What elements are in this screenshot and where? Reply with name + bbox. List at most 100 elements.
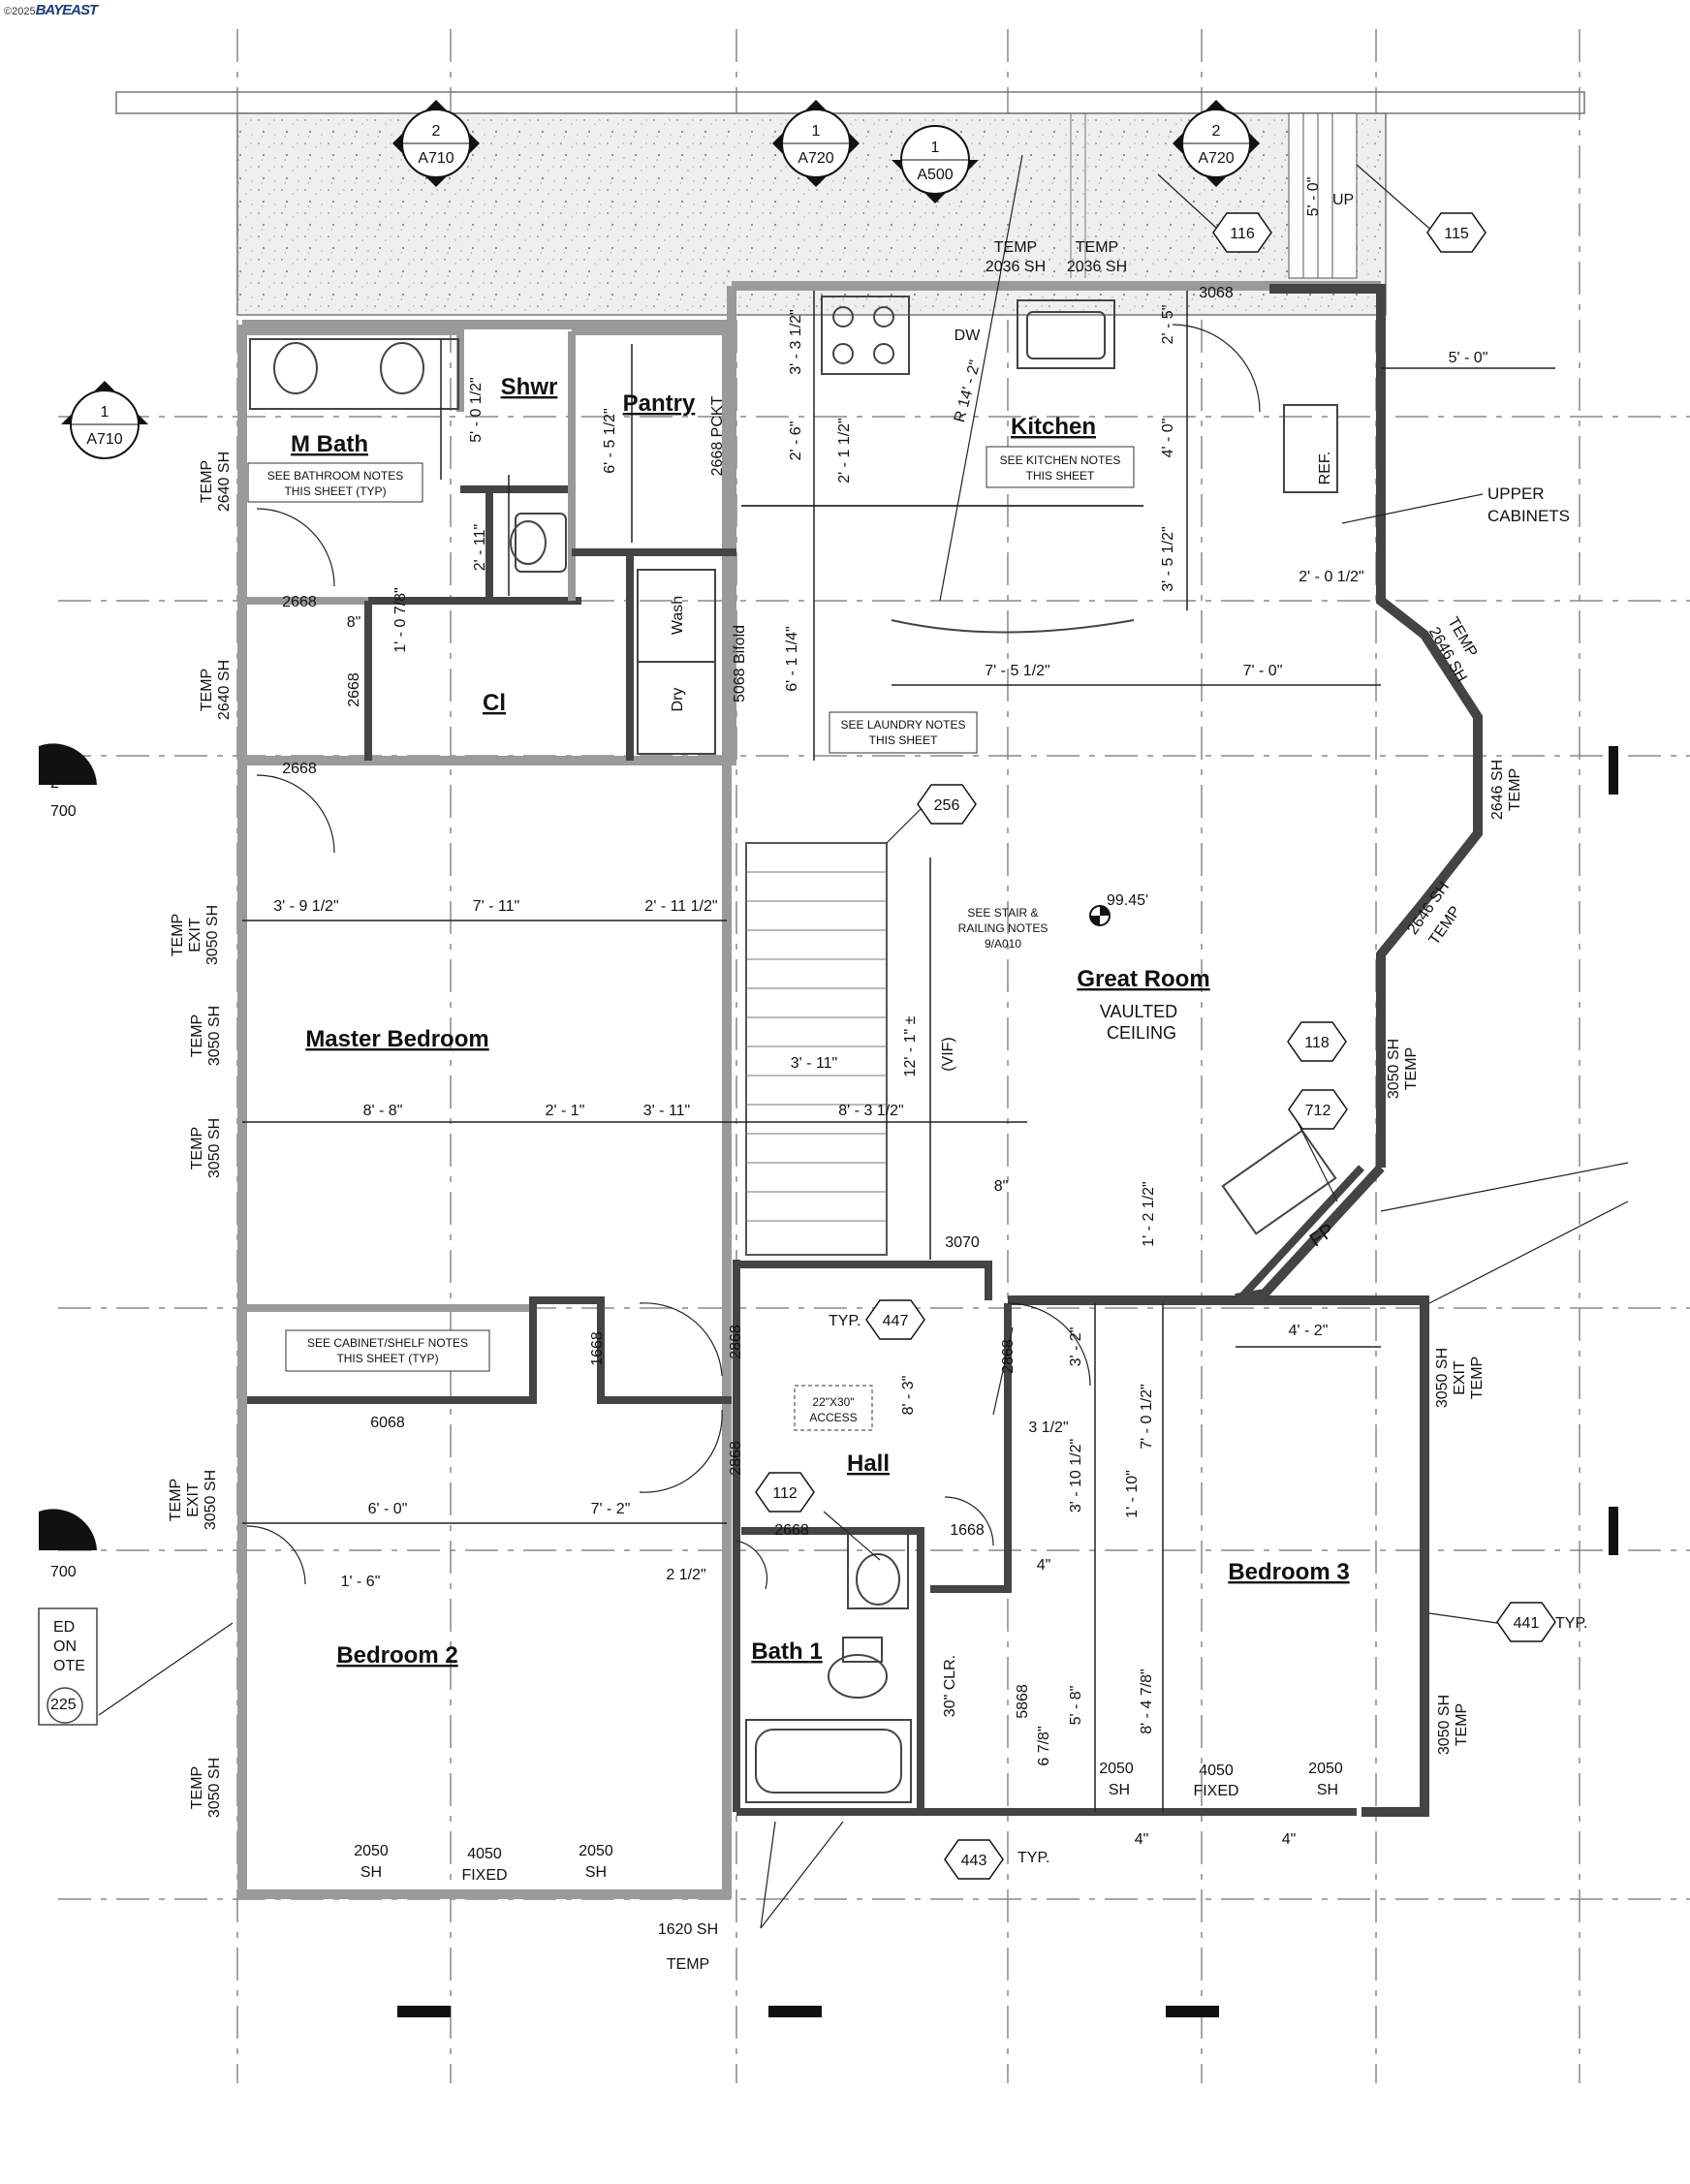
tag-443[interactable]: 443 [944, 1839, 1004, 1880]
svg-text:2868: 2868 [1000, 1339, 1017, 1374]
tag-115[interactable]: 115 [1426, 212, 1487, 253]
tag-256[interactable]: 256 [917, 784, 977, 825]
dw-label: DW [955, 328, 982, 344]
dimension-labels: 5' - 0 1/2" 6' - 5 1/2" 3' - 3 1/2" 2' -… [273, 177, 1487, 1848]
tag-118[interactable]: 118 [1287, 1021, 1347, 1062]
svg-text:112: 112 [772, 1485, 798, 1502]
svg-text:3070: 3070 [945, 1234, 980, 1251]
svg-text:3' - 10 1/2": 3' - 10 1/2" [1068, 1439, 1084, 1513]
svg-text:ED: ED [53, 1619, 75, 1636]
section-marker-2-A720[interactable]: 2 A720 [1173, 100, 1260, 187]
svg-text:5' - 0": 5' - 0" [1449, 350, 1488, 366]
svg-text:2' - 6": 2' - 6" [788, 421, 804, 461]
svg-text:8' - 3": 8' - 3" [900, 1376, 917, 1416]
svg-text:EXIT: EXIT [185, 1482, 202, 1517]
svg-text:TEMP: TEMP [1507, 768, 1523, 811]
door-labels: 2668 2668 2668 2668 2668 PCKT 5068 Bifol… [282, 395, 1031, 1718]
left-edge-fragments: ED ON OTE 225 2 700 1 700 [50, 775, 85, 1713]
svg-text:THIS SHEET (TYP): THIS SHEET (TYP) [284, 484, 386, 498]
svg-text:700: 700 [50, 803, 77, 820]
svg-text:TEMP: TEMP [189, 1127, 205, 1170]
tag-447[interactable]: 447 [865, 1299, 925, 1340]
section-sheet: A720 [1198, 150, 1234, 167]
svg-text:1' - 6": 1' - 6" [341, 1574, 381, 1590]
svg-text:TEMP: TEMP [1454, 1703, 1470, 1746]
room-label-hall: Hall [847, 1451, 890, 1477]
watermark-brand: BAYEAST [35, 2, 99, 18]
section-marker-2-A710-top[interactable]: 2 A710 [392, 100, 480, 187]
section-number: 1 [812, 123, 821, 140]
svg-text:3050 SH: 3050 SH [1434, 1348, 1451, 1408]
svg-text:116: 116 [1230, 226, 1255, 242]
svg-text:6' - 1 1/4": 6' - 1 1/4" [784, 626, 800, 691]
typ-label-443: TYP. [1017, 1850, 1050, 1866]
svg-text:2' - 5": 2' - 5" [1160, 305, 1176, 345]
svg-text:1668: 1668 [589, 1331, 606, 1366]
svg-text:THIS SHEET (TYP): THIS SHEET (TYP) [336, 1352, 438, 1365]
svg-text:256: 256 [934, 797, 960, 814]
section-marker-1-A500[interactable]: 1 A500 [892, 125, 979, 203]
watermark-copyright: ©2025 [4, 6, 36, 17]
svg-text:THIS SHEET: THIS SHEET [1026, 469, 1095, 483]
svg-text:TEMP: TEMP [994, 239, 1037, 256]
svg-text:6' - 0": 6' - 0" [368, 1501, 408, 1517]
svg-text:SEE STAIR &: SEE STAIR & [967, 906, 1038, 920]
svg-text:7' - 0 1/2": 7' - 0 1/2" [1139, 1384, 1155, 1449]
svg-text:2050: 2050 [1099, 1761, 1134, 1777]
svg-text:TEMP: TEMP [1403, 1047, 1420, 1090]
typ-label-447: TYP. [829, 1313, 861, 1329]
tag-441[interactable]: 441 [1496, 1602, 1556, 1642]
svg-text:ON: ON [53, 1638, 77, 1655]
section-marker-1-A720[interactable]: 1 A720 [772, 100, 860, 187]
svg-text:2868: 2868 [728, 1325, 744, 1359]
svg-text:1: 1 [50, 1536, 59, 1552]
svg-text:2050: 2050 [1308, 1761, 1343, 1777]
svg-text:1620 SH: 1620 SH [658, 1921, 718, 1938]
great-room-vaulted: VAULTED [1100, 1002, 1177, 1021]
svg-text:5' - 0 1/2": 5' - 0 1/2" [468, 377, 485, 442]
svg-text:443: 443 [961, 1853, 987, 1869]
svg-text:2036 SH: 2036 SH [1067, 259, 1127, 275]
room-label-shwr: Shwr [501, 374, 558, 400]
svg-text:9/A010: 9/A010 [985, 937, 1021, 951]
svg-text:12' - 1" ±: 12' - 1" ± [902, 1015, 919, 1076]
tag-712[interactable]: 712 [1288, 1089, 1348, 1130]
svg-text:1' - 10": 1' - 10" [1124, 1470, 1141, 1518]
svg-text:3050 SH: 3050 SH [206, 1758, 223, 1818]
section-sheet: A720 [798, 150, 833, 167]
note-bathroom: SEE BATHROOM NOTES THIS SHEET (TYP) [247, 462, 423, 503]
tag-116[interactable]: 116 [1212, 212, 1272, 253]
svg-text:SEE BATHROOM NOTES: SEE BATHROOM NOTES [267, 469, 403, 483]
svg-text:1' - 2 1/2": 1' - 2 1/2" [1141, 1181, 1157, 1246]
grid-lines [58, 29, 1690, 2083]
section-marker-1-A710-left[interactable]: 1 A710 [61, 381, 148, 459]
svg-text:22"X30": 22"X30" [812, 1395, 854, 1409]
room-label-m-bath: M Bath [291, 431, 368, 457]
svg-text:SEE KITCHEN NOTES: SEE KITCHEN NOTES [1000, 453, 1121, 467]
svg-text:115: 115 [1444, 226, 1469, 242]
svg-text:3068: 3068 [1199, 285, 1234, 301]
svg-text:SH: SH [360, 1864, 382, 1881]
note-stair: SEE STAIR & RAILING NOTES 9/A010 [958, 906, 1048, 951]
svg-text:8' - 8": 8' - 8" [363, 1103, 403, 1119]
svg-text:3' - 11": 3' - 11" [791, 1055, 837, 1072]
elevation-marker: 99.45' [1089, 892, 1148, 926]
tag-112[interactable]: 112 [755, 1472, 815, 1513]
svg-text:TEMP: TEMP [199, 460, 215, 503]
vif-label: (VIF) [940, 1037, 956, 1072]
svg-text:2' - 1": 2' - 1" [546, 1103, 585, 1119]
svg-text:3' - 3 1/2": 3' - 3 1/2" [788, 309, 804, 374]
svg-text:1' - 0 7/8": 1' - 0 7/8" [392, 587, 409, 652]
room-label-bedroom-3: Bedroom 3 [1228, 1559, 1349, 1585]
svg-text:3 1/2": 3 1/2" [1028, 1420, 1068, 1436]
svg-text:2: 2 [50, 775, 59, 792]
dimension-lines [242, 291, 1555, 1812]
clearance-label: 30" CLR. [942, 1655, 958, 1717]
fixtures [249, 296, 1338, 1803]
svg-text:4050: 4050 [467, 1846, 502, 1862]
svg-text:TEMP: TEMP [667, 1956, 709, 1973]
svg-text:3050 SH: 3050 SH [1386, 1039, 1402, 1099]
section-number: 2 [1212, 123, 1221, 140]
stair [745, 842, 888, 1256]
svg-text:TEMP: TEMP [168, 1479, 184, 1521]
